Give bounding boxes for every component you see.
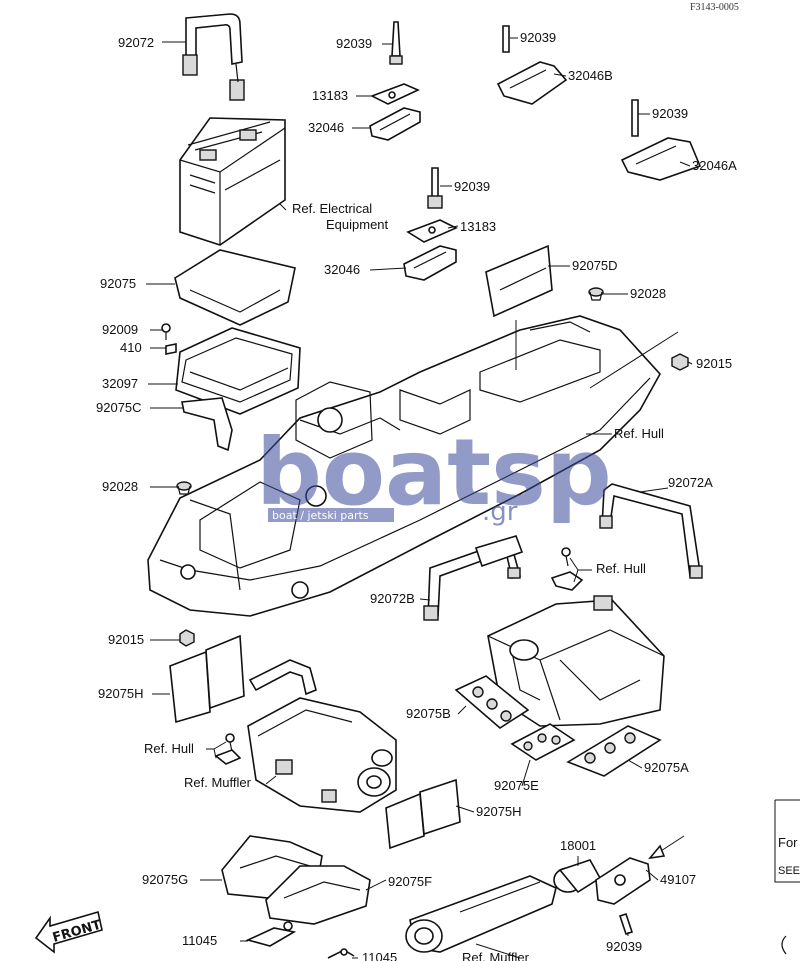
battery-strap-92072: [182, 13, 245, 101]
pad-92075H-a: [169, 634, 245, 724]
grommet-92028-b: [176, 481, 192, 495]
label-11045-a: 11045: [182, 933, 217, 948]
label-ref-muffler-b: Ref. Muffler: [462, 950, 530, 961]
label-32046A: 32046A: [692, 158, 737, 173]
bracket-32046A: [620, 137, 702, 181]
bracket-32046B: [496, 61, 568, 105]
curve-fragment: [781, 935, 787, 955]
label-410: 410: [120, 340, 142, 355]
reference-box-line-1: For: [778, 835, 798, 850]
label-ref-electrical-2: Equipment: [326, 217, 389, 232]
label-92075: 92075: [100, 276, 136, 291]
label-32046B: 32046B: [568, 68, 613, 83]
label-92072B: 92072B: [370, 591, 415, 606]
strap-92072A: [599, 483, 703, 579]
pad-92075F: [265, 865, 371, 925]
label-ref-hull-b: Ref. Hull: [596, 561, 646, 576]
watermark-tagline-bar: [268, 508, 394, 522]
diagram-code: F3143-0005: [690, 2, 739, 13]
leader-lines: [146, 37, 693, 959]
label-92075C: 92075C: [96, 400, 142, 415]
exhaust-pipe: [405, 875, 557, 953]
label-92009: 92009: [102, 322, 138, 337]
label-92075A: 92075A: [644, 760, 689, 775]
bolt-92039-a: [389, 21, 403, 65]
bracket-32046-b: [403, 245, 457, 281]
grommet-92028-a: [588, 287, 604, 301]
label-92075D: 92075D: [572, 258, 618, 273]
bolt-92039-d: [427, 167, 443, 209]
bolt-92039-e: [618, 912, 634, 936]
label-ref-electrical-1: Ref. Electrical: [292, 201, 372, 216]
label-92028-a: 92028: [630, 286, 666, 301]
plate-13183-b: [406, 219, 458, 243]
front-arrow: [34, 910, 103, 954]
strap-92072B: [423, 535, 524, 621]
pad-92075H-b: [385, 778, 461, 850]
label-92039-d: 92039: [454, 179, 490, 194]
label-92039-b: 92039: [520, 30, 556, 45]
label-92015-a: 92015: [696, 356, 732, 371]
part-labels: 92072 92039 13183 32046 92039 32046B 920…: [51, 30, 800, 961]
battery-case-32097: [175, 327, 301, 415]
label-92075H-a: 92075H: [98, 686, 144, 701]
muffler-strap: [248, 659, 317, 696]
pad-92075: [174, 249, 296, 326]
clamp-11045-a: [245, 921, 297, 947]
bolt-92039-b: [502, 25, 510, 53]
label-32097: 32097: [102, 376, 138, 391]
watermark-domain: .gr: [482, 497, 518, 527]
pad-92075D: [485, 244, 553, 318]
label-92072: 92072: [118, 35, 154, 50]
label-11045-b: 11045: [362, 950, 397, 961]
label-18001: 18001: [560, 838, 596, 853]
label-92039-c: 92039: [652, 106, 688, 121]
pad-92075A: [566, 725, 662, 777]
label-92015-b: 92015: [108, 632, 144, 647]
muffler: [247, 697, 397, 813]
label-49107: 49107: [660, 872, 696, 887]
nut-92015-b: [179, 629, 195, 647]
pad-92075C: [181, 397, 233, 452]
pad-92075E: [510, 723, 576, 761]
clip-410: [165, 343, 177, 355]
watermark: boatsp boat / jetski parts .gr: [256, 419, 612, 527]
bolt-92039-c: [631, 99, 639, 137]
hull-bracket-b: [550, 547, 584, 591]
label-92075H-b: 92075H: [476, 804, 522, 819]
label-92075B: 92075B: [406, 706, 451, 721]
label-92039-a: 92039: [336, 36, 372, 51]
label-ref-hull-c: Ref. Hull: [144, 741, 194, 756]
coupling-18001: [553, 859, 602, 894]
label-92075F: 92075F: [388, 874, 432, 889]
hull: [147, 315, 661, 617]
flange-49107: [595, 857, 651, 905]
label-32046-a: 32046: [308, 120, 344, 135]
label-ref-hull-a: Ref. Hull: [614, 426, 664, 441]
pad-92075B: [454, 675, 530, 729]
reference-box-line-2: SEE: [778, 865, 800, 877]
reference-box: [774, 799, 800, 883]
label-13183-a: 13183: [312, 88, 348, 103]
label-32046-b: 32046: [324, 262, 360, 277]
hull-bracket-c: [214, 733, 242, 765]
battery: [179, 117, 286, 246]
label-13183-b: 13183: [460, 219, 496, 234]
watermark-tagline: boat / jetski parts: [272, 509, 369, 522]
nut-92015-a: [671, 353, 689, 371]
label-92072A: 92072A: [668, 475, 713, 490]
label-92039-e: 92039: [606, 939, 642, 954]
label-92028-b: 92028: [102, 479, 138, 494]
screw-92009: [161, 323, 171, 340]
fuel-tank: [487, 595, 665, 727]
label-ref-muffler-a: Ref. Muffler: [184, 775, 252, 790]
bracket-32046-a: [369, 107, 421, 141]
plate-13183-a: [370, 83, 420, 105]
label-92075G: 92075G: [142, 872, 188, 887]
clamp-11045-b: [327, 948, 355, 959]
label-92075E: 92075E: [494, 778, 539, 793]
